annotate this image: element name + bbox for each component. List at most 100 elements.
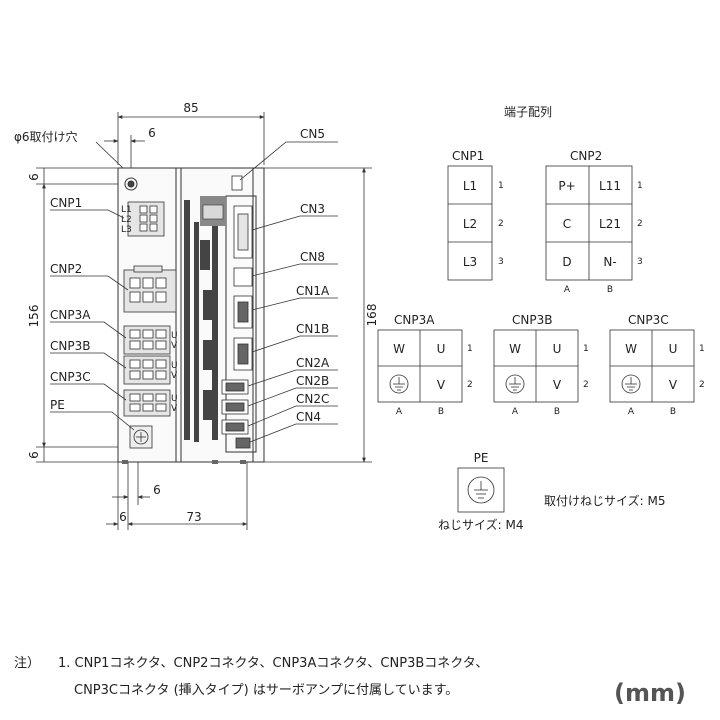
dim-top-margin: 6 <box>27 173 41 181</box>
cnp3b-cell-w: W <box>509 342 521 356</box>
cnp2-row-2: 2 <box>637 219 643 229</box>
dim-hole-label: φ6取付け穴 <box>14 129 78 144</box>
cnp1-pin-l1: L1 <box>121 205 132 215</box>
table-cnp2: CNP2 P+ L11 C L21 D N- 1 2 3 A B <box>545 149 643 295</box>
cnp1-row-3: 3 <box>498 257 504 267</box>
label-cn3: CN3 <box>300 202 325 216</box>
mount-screw-size: 取付けねじサイズ: M5 <box>544 493 666 508</box>
label-cn2c: CN2C <box>296 392 329 406</box>
table-cnp3b: CNP3B W U V 1 2 A B <box>493 313 589 417</box>
cnp3b-row-1: 1 <box>583 344 589 354</box>
cnp2-cell-1a: P+ <box>558 179 575 193</box>
label-pe: PE <box>50 398 65 412</box>
note-prefix: 注） <box>14 656 40 671</box>
cnp3c-cell-v: V <box>669 378 678 392</box>
dim-bottom-width: 73 <box>186 510 201 524</box>
cnp3c-cell-w: W <box>625 342 637 356</box>
cnp3a-row-1: 1 <box>467 344 473 354</box>
cnp2-col-b: B <box>607 285 613 295</box>
connector-cnp3b <box>123 355 171 385</box>
label-cnp3b: CNP3B <box>50 339 90 353</box>
dim-bottom-offset-a: 6 <box>153 483 161 497</box>
dim-right-height: 168 <box>365 304 379 327</box>
cnp1-cell-1: L1 <box>463 179 477 193</box>
cnp3b-pin-u: U <box>171 361 178 371</box>
label-cn1b: CN1B <box>296 322 329 336</box>
cnp3a-cell-u: U <box>437 342 446 356</box>
cnp3c-pin-u: U <box>171 394 178 404</box>
cnp2-cell-2a: C <box>563 217 571 231</box>
cnp3b-col-a: A <box>512 407 519 417</box>
cnp2-row-1: 1 <box>637 181 643 191</box>
cnp1-cell-2: L2 <box>463 217 477 231</box>
label-cn2b: CN2B <box>296 374 329 388</box>
terminal-arrangement-title: 端子配列 <box>504 105 552 119</box>
pe-screw-size: ねじサイズ: M4 <box>438 517 524 532</box>
cnp3a-cell-v: V <box>437 378 446 392</box>
connector-cnp1 <box>127 201 165 237</box>
label-cn8: CN8 <box>300 250 325 264</box>
connector-cnp3a <box>123 325 171 355</box>
table-cnp3b-title: CNP3B <box>512 313 552 327</box>
cnp2-cell-2b: L21 <box>599 217 621 231</box>
cnp3b-col-b: B <box>554 407 560 417</box>
cnp3a-cell-w: W <box>393 342 405 356</box>
heatsink-fins <box>184 196 226 442</box>
cnp3b-pin-v: V <box>171 371 178 381</box>
cnp3c-cell-u: U <box>669 342 678 356</box>
cnp3c-col-a: A <box>628 407 635 417</box>
label-cnp3c: CNP3C <box>50 370 91 384</box>
cnp1-pin-l3: L3 <box>121 225 132 235</box>
note-line-2: CNP3Cコネクタ (挿入タイプ) はサーボアンプに付属しています。 <box>74 683 458 698</box>
cnp3b-row-2: 2 <box>583 380 589 390</box>
label-cnp3a: CNP3A <box>50 308 91 322</box>
note-line-1: 1. CNP1コネクタ、CNP2コネクタ、CNP3Aコネクタ、CNP3Bコネクタ… <box>58 656 488 671</box>
label-cn5: CN5 <box>300 127 325 141</box>
pe-terminal-detail: PE ねじサイズ: M4 <box>438 451 524 532</box>
dim-hole-offset: 6 <box>148 126 156 140</box>
cnp3a-col-a: A <box>396 407 403 417</box>
cnp2-cell-1b: L11 <box>599 179 621 193</box>
dimension-lines <box>36 112 372 530</box>
cnp2-row-3: 3 <box>637 257 643 267</box>
cnp3a-row-2: 2 <box>467 380 473 390</box>
dim-bottom-margin: 6 <box>27 451 41 459</box>
unit-label: (mm) <box>614 679 686 707</box>
right-side-connectors <box>221 175 253 449</box>
leader-lines <box>50 141 338 443</box>
cnp3c-row-1: 1 <box>699 344 705 354</box>
label-cn4: CN4 <box>296 410 321 424</box>
table-cnp3a: CNP3A W U V 1 2 A B <box>377 313 473 417</box>
pe-terminal-screw <box>129 425 153 449</box>
label-cnp1: CNP1 <box>50 196 82 210</box>
label-cn1a: CN1A <box>296 284 330 298</box>
connector-cnp3c <box>123 389 171 417</box>
cnp3a-pin-v: V <box>171 341 178 351</box>
cnp1-row-2: 2 <box>498 219 504 229</box>
cnp1-cell-3: L3 <box>463 255 477 269</box>
bottom-feet <box>122 460 246 464</box>
dim-bottom-offset-b: 6 <box>119 510 127 524</box>
cnp3a-col-b: B <box>438 407 444 417</box>
table-cnp3c: CNP3C W U V 1 2 A B <box>609 313 705 417</box>
cnp1-pin-l2: L2 <box>121 215 132 225</box>
label-cn2a: CN2A <box>296 356 330 370</box>
table-cnp3c-title: CNP3C <box>628 313 669 327</box>
cnp3b-cell-u: U <box>553 342 562 356</box>
dim-width-top: 85 <box>183 101 198 115</box>
cnp2-cell-3b: N- <box>603 255 616 269</box>
cnp2-cell-3a: D <box>562 255 571 269</box>
mounting-hole <box>124 177 138 191</box>
table-cnp3a-title: CNP3A <box>394 313 435 327</box>
cnp3a-pin-u: U <box>171 331 178 341</box>
table-cnp1: CNP1 L1 L2 L3 1 2 3 <box>447 149 504 281</box>
table-cnp1-title: CNP1 <box>452 149 484 163</box>
cnp1-row-1: 1 <box>498 181 504 191</box>
table-cnp2-title: CNP2 <box>570 149 602 163</box>
cnp3c-pin-v: V <box>171 404 178 414</box>
cnp3c-col-b: B <box>670 407 676 417</box>
label-cnp2: CNP2 <box>50 262 82 276</box>
pe-terminal-title: PE <box>474 451 489 465</box>
cnp2-col-a: A <box>564 285 571 295</box>
